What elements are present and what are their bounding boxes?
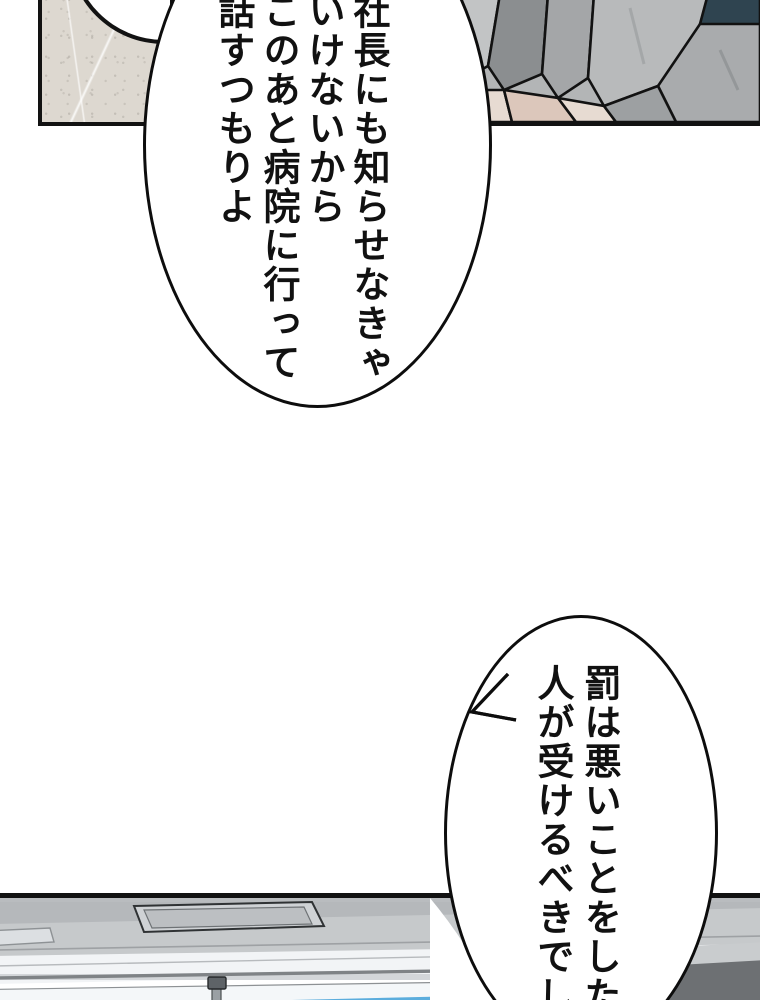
speech-bubble-top-text: 社長にも知らせなきゃ いけないから このあと病院に行って 話すつもりよ bbox=[207, 0, 390, 382]
bubble-top-line-3: このあと病院に行って bbox=[257, 0, 300, 382]
speech-bubble-bottom-text: 罰は悪いことをした 人が受けるべきでしょ bbox=[524, 664, 621, 1000]
speech-bubble-tail bbox=[462, 672, 517, 736]
bubble-top-line-1: 社長にも知らせなきゃ bbox=[347, 0, 390, 382]
speech-bubble-bottom bbox=[444, 615, 718, 1000]
bubble-bottom-line-2: 人が受けるべきでしょ bbox=[531, 664, 574, 1000]
bubble-bottom-line-1: 罰は悪いことをした bbox=[578, 664, 621, 1000]
bubble-top-line-4: 話すつもりよ bbox=[212, 0, 255, 226]
speech-bubble-top bbox=[143, 0, 492, 408]
bubble-top-line-2: いけないから bbox=[302, 0, 345, 226]
